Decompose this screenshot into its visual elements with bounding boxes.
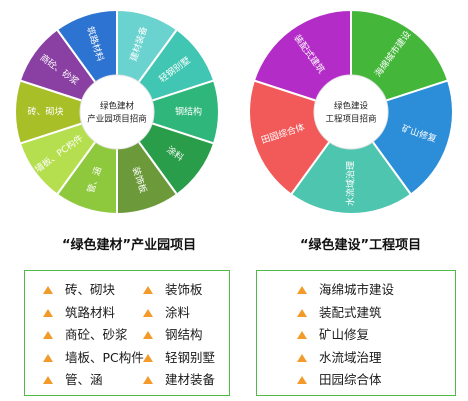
right-list-column: 海绵城市建设 装配式建筑 矿山修复 水流域治理 田园综合体 (297, 279, 394, 392)
left-wheel-center-label: 产业园项目招商 (87, 114, 147, 125)
list-item: 海绵城市建设 (297, 279, 394, 302)
list-item: 砖、砌块 (43, 279, 144, 302)
list-item: 田园综合体 (297, 369, 394, 392)
list-item: 筑路材料 (43, 302, 144, 325)
list-item: 涂料 (143, 302, 215, 325)
left-wheel-center-circle (79, 74, 155, 150)
triangle-bullet-icon (143, 331, 153, 339)
triangle-bullet-icon (43, 331, 53, 339)
right-heading: “绿色建设”工程项目 (300, 238, 422, 253)
right-wheel-segment-label: 水流域治理 (345, 161, 357, 206)
triangle-bullet-icon (143, 308, 153, 317)
left-list-column-2: 装饰板 涂料 钢结构 轻钢别墅 建材装备 (143, 279, 215, 392)
triangle-bullet-icon (297, 376, 307, 384)
list-item: 建材装备 (143, 369, 215, 392)
list-item: 钢结构 (143, 324, 215, 347)
list-item: 水流域治理 (297, 347, 394, 370)
list-item: 矿山修复 (297, 324, 394, 347)
triangle-bullet-icon (297, 308, 307, 317)
list-item: 商砼、砂浆 (43, 324, 144, 347)
triangle-bullet-icon (43, 308, 53, 317)
left-list-column-1: 砖、砌块 筑路材料 商砼、砂浆 墙板、PC构件 管、涵 (43, 279, 144, 392)
right-wheel-center-label: 工程项目招商 (325, 114, 376, 125)
list-item: 装饰板 (143, 279, 215, 302)
list-item: 管、涵 (43, 369, 144, 392)
left-wheel-diagram: 建材装备轻钢别墅钢结构涂料装饰板管、涵墙板、PC构件砖、砌块商砼、砂浆筑路材料绿… (13, 8, 221, 216)
triangle-bullet-icon (43, 353, 53, 362)
list-item: 装配式建筑 (297, 302, 394, 325)
list-item: 墙板、PC构件 (43, 347, 144, 370)
right-wheel-center-circle (313, 74, 389, 150)
right-wheel-segment-3 (289, 110, 413, 215)
triangle-bullet-icon (143, 286, 153, 294)
left-wheel-center-label: 绿色建材 (100, 101, 135, 112)
triangle-bullet-icon (143, 353, 153, 362)
triangle-bullet-icon (297, 353, 307, 362)
list-item: 轻钢别墅 (143, 347, 215, 370)
right-list-box: 海绵城市建设 装配式建筑 矿山修复 水流域治理 田园综合体 (256, 270, 456, 396)
triangle-bullet-icon (297, 286, 307, 294)
triangle-bullet-icon (297, 331, 307, 339)
left-heading: “绿色建材”产业园项目 (62, 238, 197, 253)
right-wheel-center-label: 绿色建设 (334, 101, 369, 112)
triangle-bullet-icon (143, 376, 153, 384)
triangle-bullet-icon (43, 376, 53, 384)
left-list-box: 砖、砌块 筑路材料 商砼、砂浆 墙板、PC构件 管、涵 装饰板 涂料 钢结构 轻… (24, 270, 230, 396)
left-wheel-segment-label: 砖、砌块 (27, 106, 63, 118)
triangle-bullet-icon (43, 286, 53, 294)
left-wheel-segment-label: 钢结构 (175, 106, 202, 118)
